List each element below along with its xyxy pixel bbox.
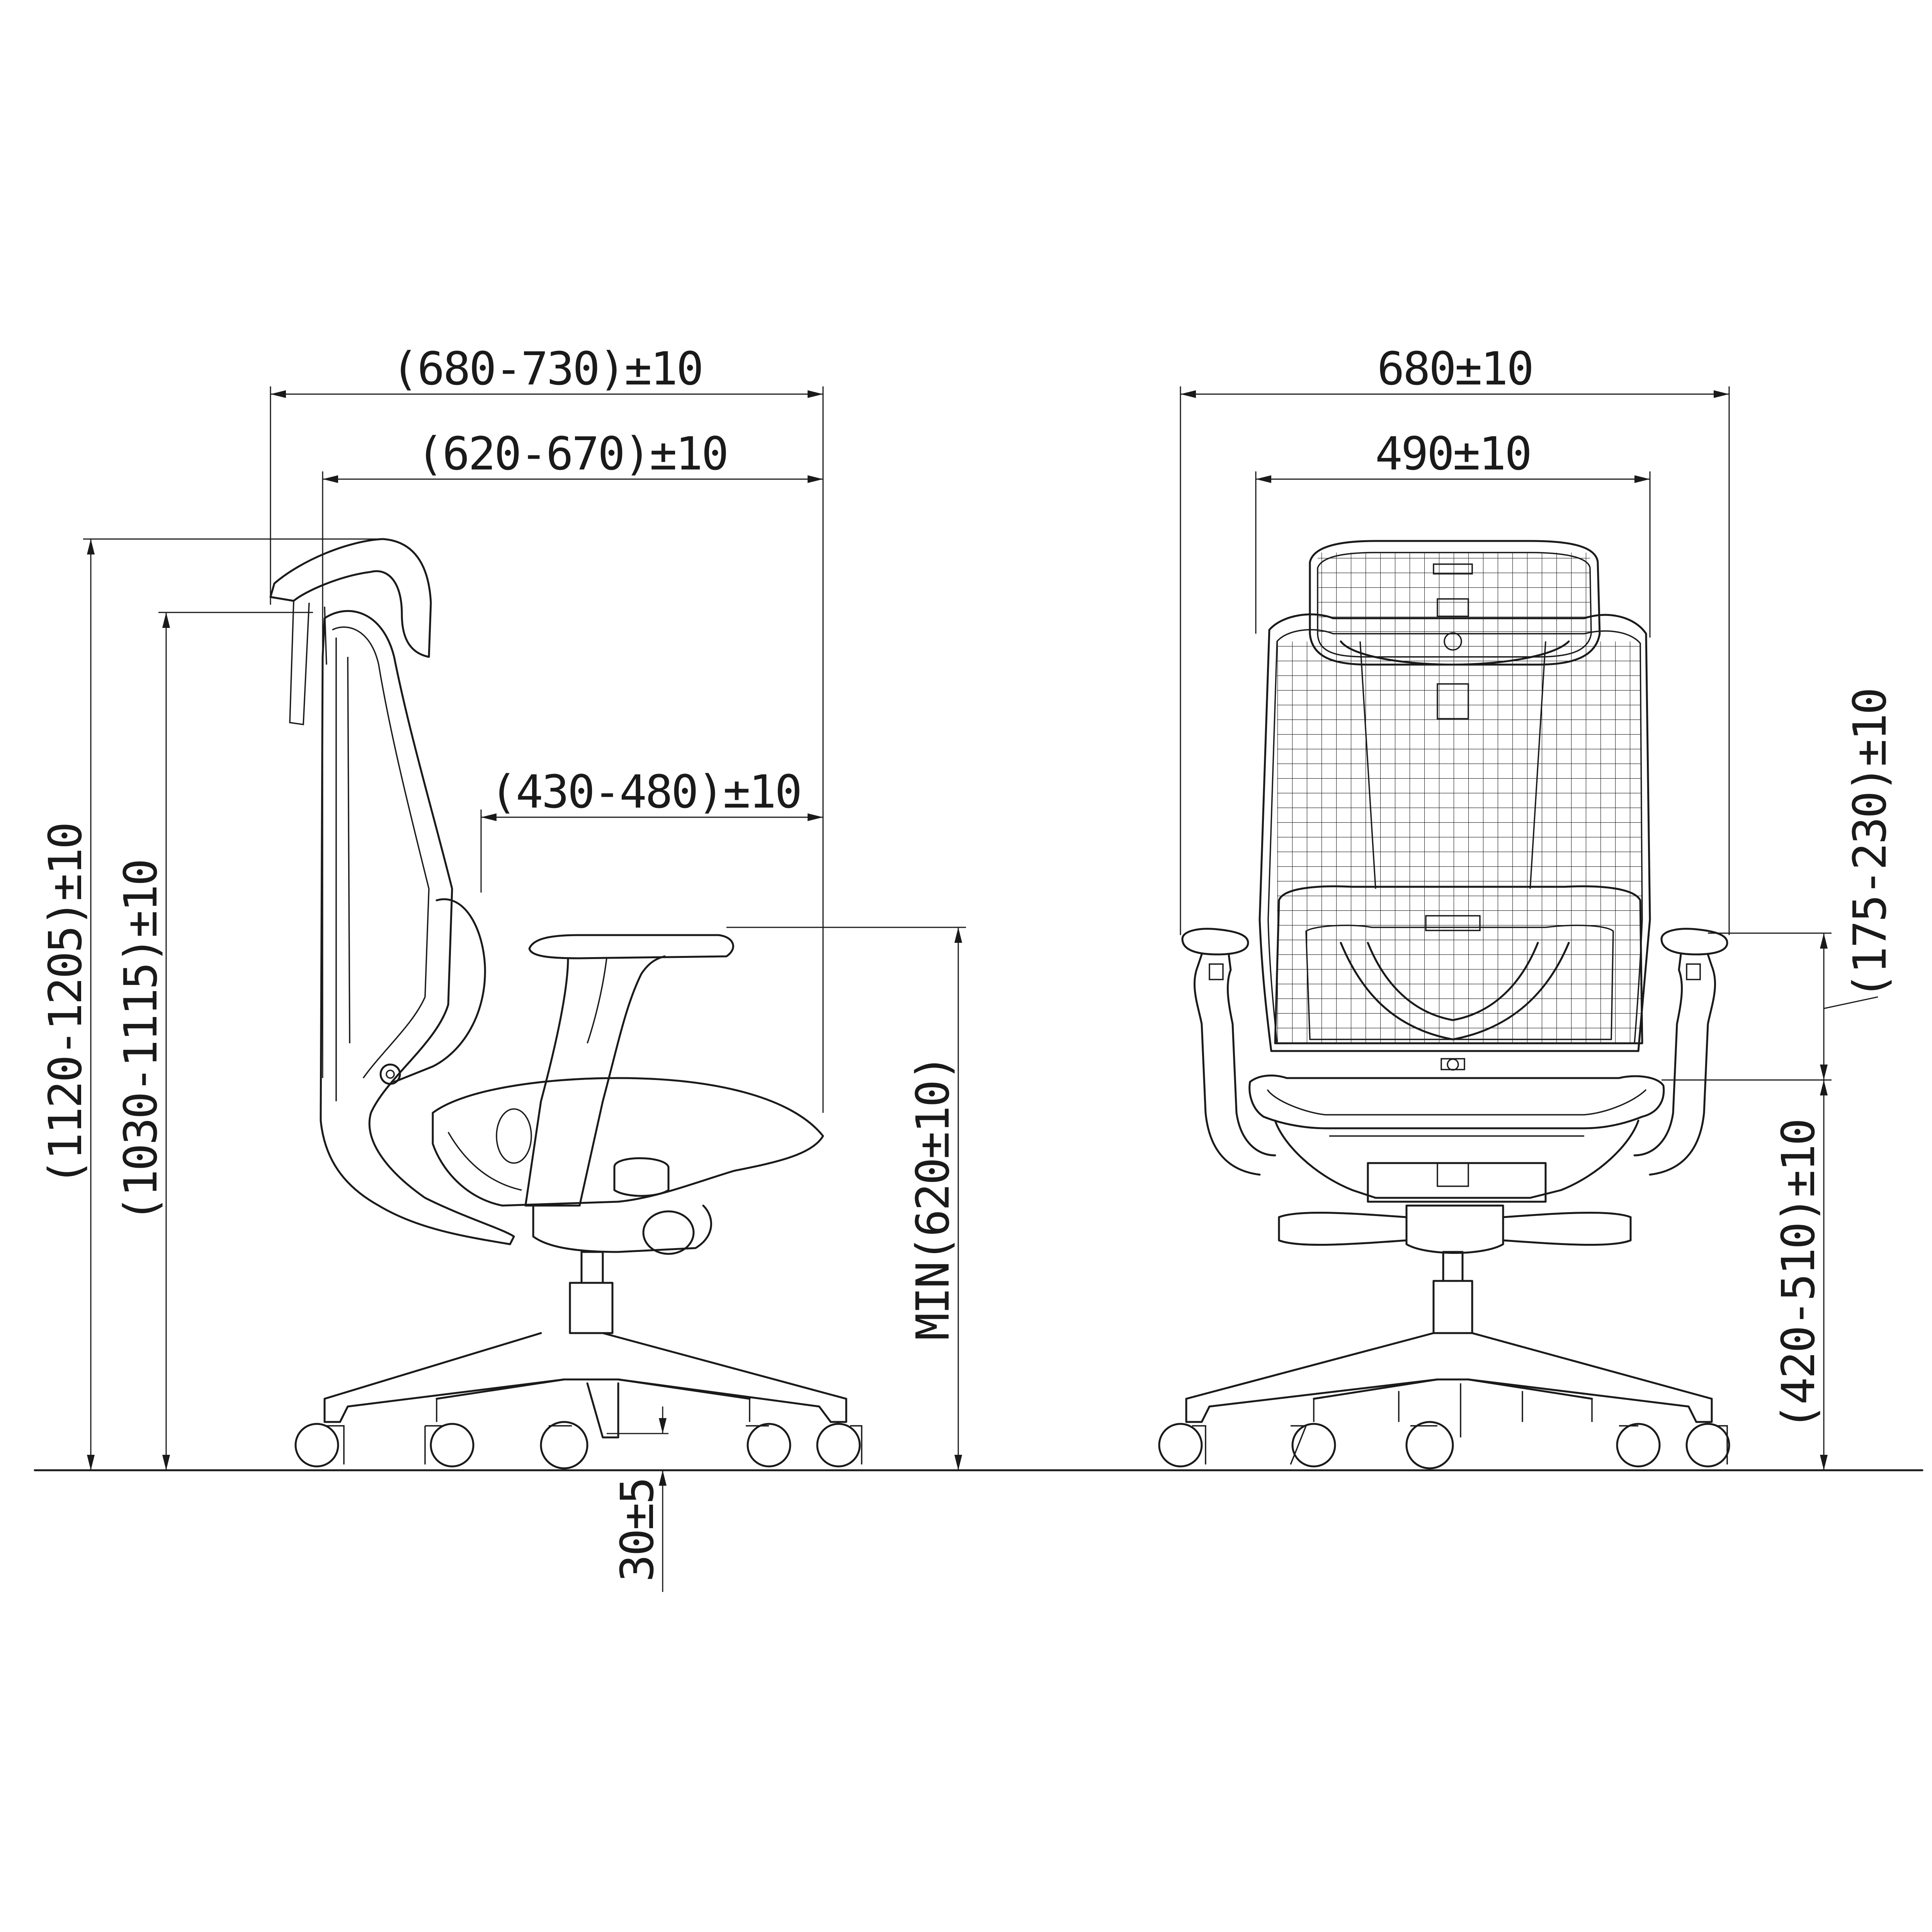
- side-base: [323, 1332, 847, 1439]
- label-back-height: (1030-1115)±10: [114, 860, 167, 1223]
- front-armrest-right: [1633, 928, 1728, 1176]
- front-seat: [1248, 1058, 1665, 1199]
- side-casters: [294, 1421, 862, 1469]
- dim-back-width: 490±10: [1255, 427, 1651, 638]
- side-armrest: [524, 934, 734, 1207]
- dim-armrest-height: MIN(620±10): [726, 927, 966, 1470]
- label-seat-depth: (430-480)±10: [490, 765, 801, 818]
- dim-back-depth: (620-670)±10: [322, 427, 823, 1078]
- label-back-width: 490±10: [1375, 427, 1531, 480]
- dim-overall-width: 680±10: [1180, 342, 1730, 935]
- side-headrest: [269, 538, 432, 726]
- dim-seat-depth: (430-480)±10: [480, 765, 823, 893]
- dim-overall-depth: (680-730)±10: [270, 342, 824, 1113]
- label-back-depth: (620-670)±10: [417, 427, 728, 480]
- front-mechanism: [1278, 1162, 1632, 1334]
- label-overall-height: (1120-1205)±10: [39, 823, 92, 1186]
- front-view: 680±10 490±10 (175-230)±10 (420-510)±10: [1158, 342, 1896, 1470]
- side-seat: [432, 1077, 824, 1207]
- label-armrest-range: (175-230)±10: [1843, 689, 1896, 1000]
- front-armrest-left: [1181, 928, 1276, 1176]
- dim-seat-range: (420-510)±10: [1772, 1080, 1828, 1470]
- front-casters: [1158, 1421, 1730, 1469]
- label-overall-width: 680±10: [1377, 342, 1532, 395]
- label-overall-depth: (680-730)±10: [391, 342, 702, 395]
- dim-back-height: (1030-1115)±10: [114, 612, 313, 1470]
- front-base: [1185, 1332, 1713, 1437]
- dim-overall-height: (1120-1205)±10: [39, 538, 386, 1470]
- side-view: (680-730)±10 (620-670)±10 (430-480)±10 (…: [39, 342, 966, 1592]
- side-mechanism: [532, 1157, 712, 1334]
- front-headrest: [1309, 540, 1601, 666]
- label-seat-range: (420-510)±10: [1772, 1120, 1825, 1431]
- label-base-clearance: 30±5: [611, 1478, 664, 1582]
- dim-base-clearance: 30±5: [607, 1406, 668, 1592]
- dim-armrest-range: (175-230)±10: [1662, 689, 1896, 1081]
- side-backrest: [320, 610, 515, 1245]
- label-armrest-height: MIN(620±10): [906, 1055, 959, 1340]
- front-backrest: [1259, 613, 1651, 1052]
